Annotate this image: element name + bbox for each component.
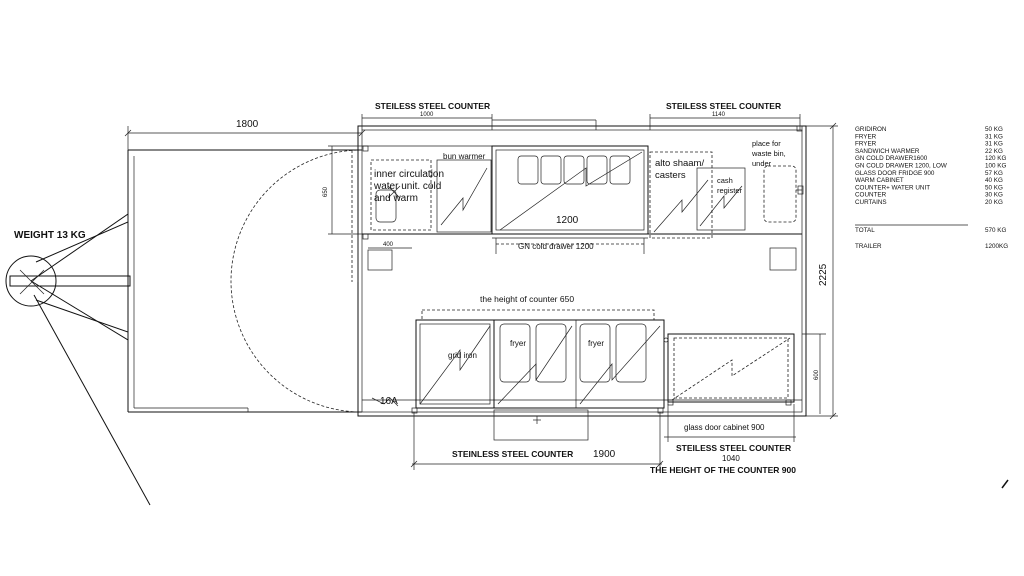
tow-hitch: [5, 213, 151, 506]
weight-row-5-weight: 100 KG: [985, 163, 1006, 170]
hitch-swing-line: [33, 294, 151, 506]
weight-row-10-weight: 20 KG: [985, 199, 1003, 206]
weight-total-weight: 570 KG: [985, 227, 1006, 234]
gn-cold-drawer: [491, 145, 649, 254]
weight-row-9-weight: 30 KG: [985, 192, 1003, 199]
inner-circulation-line1: inner circulation: [374, 169, 444, 180]
weight-row-6-weight: 57 KG: [985, 170, 1003, 177]
grid-iron-label: grid iron: [448, 351, 477, 360]
fryer-block: [493, 319, 669, 409]
hitch-bar: [9, 275, 131, 287]
waste-bin-line2: waste bin,: [751, 149, 786, 158]
weight-row-0-item: GRIDIRON: [855, 126, 887, 133]
weight-row-3-item: SANDWICH WARMER: [855, 148, 920, 155]
dim-1000-label: 1000: [420, 112, 434, 118]
inner-circulation-line3: and warm: [374, 193, 418, 204]
power-16a: [371, 397, 399, 407]
weight-row-1-weight: 31 KG: [985, 133, 1003, 140]
cash-register-line2: register: [717, 186, 743, 195]
dim-400-label: 400: [383, 242, 394, 248]
bottom-counter-right-label: STEILESS STEEL COUNTER: [676, 443, 791, 453]
weight-trailer-item: TRAILER: [855, 243, 882, 250]
pen-mark: [1001, 479, 1009, 489]
weight-row-4-weight: 120 KG: [985, 155, 1006, 162]
weight-row-7-weight: 40 KG: [985, 177, 1003, 184]
weight-row-8-item: COUNTER+ WATER UNIT: [855, 184, 930, 191]
weight-total-item: TOTAL: [855, 227, 875, 234]
weight-row-2-item: FRYER: [855, 141, 877, 148]
alto-shaam-line1: alto shaam/: [655, 158, 704, 169]
dim-2225: [802, 122, 838, 420]
fryer-1-label: fryer: [510, 339, 526, 348]
hitch-circle: [5, 255, 57, 307]
dim-1900-label: 1900: [593, 449, 616, 460]
bottom-counter-left-label: STEINLESS STEEL COUNTER: [452, 449, 573, 459]
front-deck: [127, 149, 363, 413]
glass-door-cabinet: [667, 333, 795, 403]
waste-bin-line1: place for: [752, 139, 781, 148]
weight-row-1-item: FRYER: [855, 133, 877, 140]
weight-label: WEIGHT 13 KG: [14, 230, 86, 241]
weight-row-8-weight: 50 KG: [985, 184, 1003, 191]
alto-shaam-line2: casters: [655, 170, 686, 181]
weight-row-2-weight: 31 KG: [985, 141, 1003, 148]
door-swing-arc: [230, 149, 363, 413]
waste-bin-line3: under: [752, 159, 772, 168]
weight-trailer-weight: 1200KG: [985, 243, 1008, 250]
waste-bin: [763, 165, 804, 223]
cash-register: [696, 167, 746, 231]
cash-register-line1: cash: [717, 176, 733, 185]
inner-circulation-line2: water unit. cold: [373, 181, 441, 192]
weight-row-6-item: GLASS DOOR FRIDGE 900: [855, 170, 935, 177]
top-counter-right-label: STEILESS STEEL COUNTER: [666, 101, 781, 111]
top-counter-left-label: STEILESS STEEL COUNTER: [375, 101, 490, 111]
grid-iron: [415, 319, 495, 409]
counter-height-900-label: THE HEIGHT OF THE COUNTER 900: [650, 465, 796, 475]
weight-row-0-weight: 50 KG: [985, 126, 1003, 133]
glass-door-cabinet-label: glass door cabinet 900: [684, 423, 765, 432]
counter-height-650-label: the height of counter 650: [480, 294, 574, 304]
water-unit: [351, 150, 432, 282]
dim-650-label: 650: [323, 186, 329, 197]
dim-1140-label: 1140: [712, 112, 726, 118]
weight-table: GRIDIRON 50 KG FRYER 31 KG FRYER 31 KG SANDWIC…: [855, 126, 1008, 250]
dim-1800: [124, 126, 366, 150]
dim-2225-label: 2225: [818, 263, 829, 286]
dim-600-label: 600: [814, 369, 820, 380]
bun-warmer-label: bun warmer: [443, 152, 486, 161]
dim-1040-label: 1040: [722, 454, 740, 463]
dim-1200-label: 1200: [556, 215, 579, 226]
counter-650-outline: [421, 309, 655, 321]
weight-row-5-item: GN COLD DRAWER 1200, LOW: [855, 163, 947, 170]
weight-row-4-item: GN COLD DRAWER1600: [855, 155, 928, 162]
weight-row-7-item: WARM CABINET: [855, 177, 904, 184]
weight-row-10-item: CURTAINS: [855, 199, 887, 206]
fryer-2-label: fryer: [588, 339, 604, 348]
top-dimensions: [361, 114, 801, 130]
bun-warmer: [436, 159, 492, 233]
alto-shaam: [649, 151, 713, 239]
bottom-dimensions: [410, 404, 796, 470]
dim-1800-label: 1800: [236, 119, 259, 130]
gn-cold-drawer-label: GN cold drawer 1200: [518, 242, 594, 251]
amp-16a-label: 16A: [380, 396, 398, 407]
weight-row-9-item: COUNTER: [855, 192, 887, 199]
weight-row-3-weight: 22 KG: [985, 148, 1003, 155]
